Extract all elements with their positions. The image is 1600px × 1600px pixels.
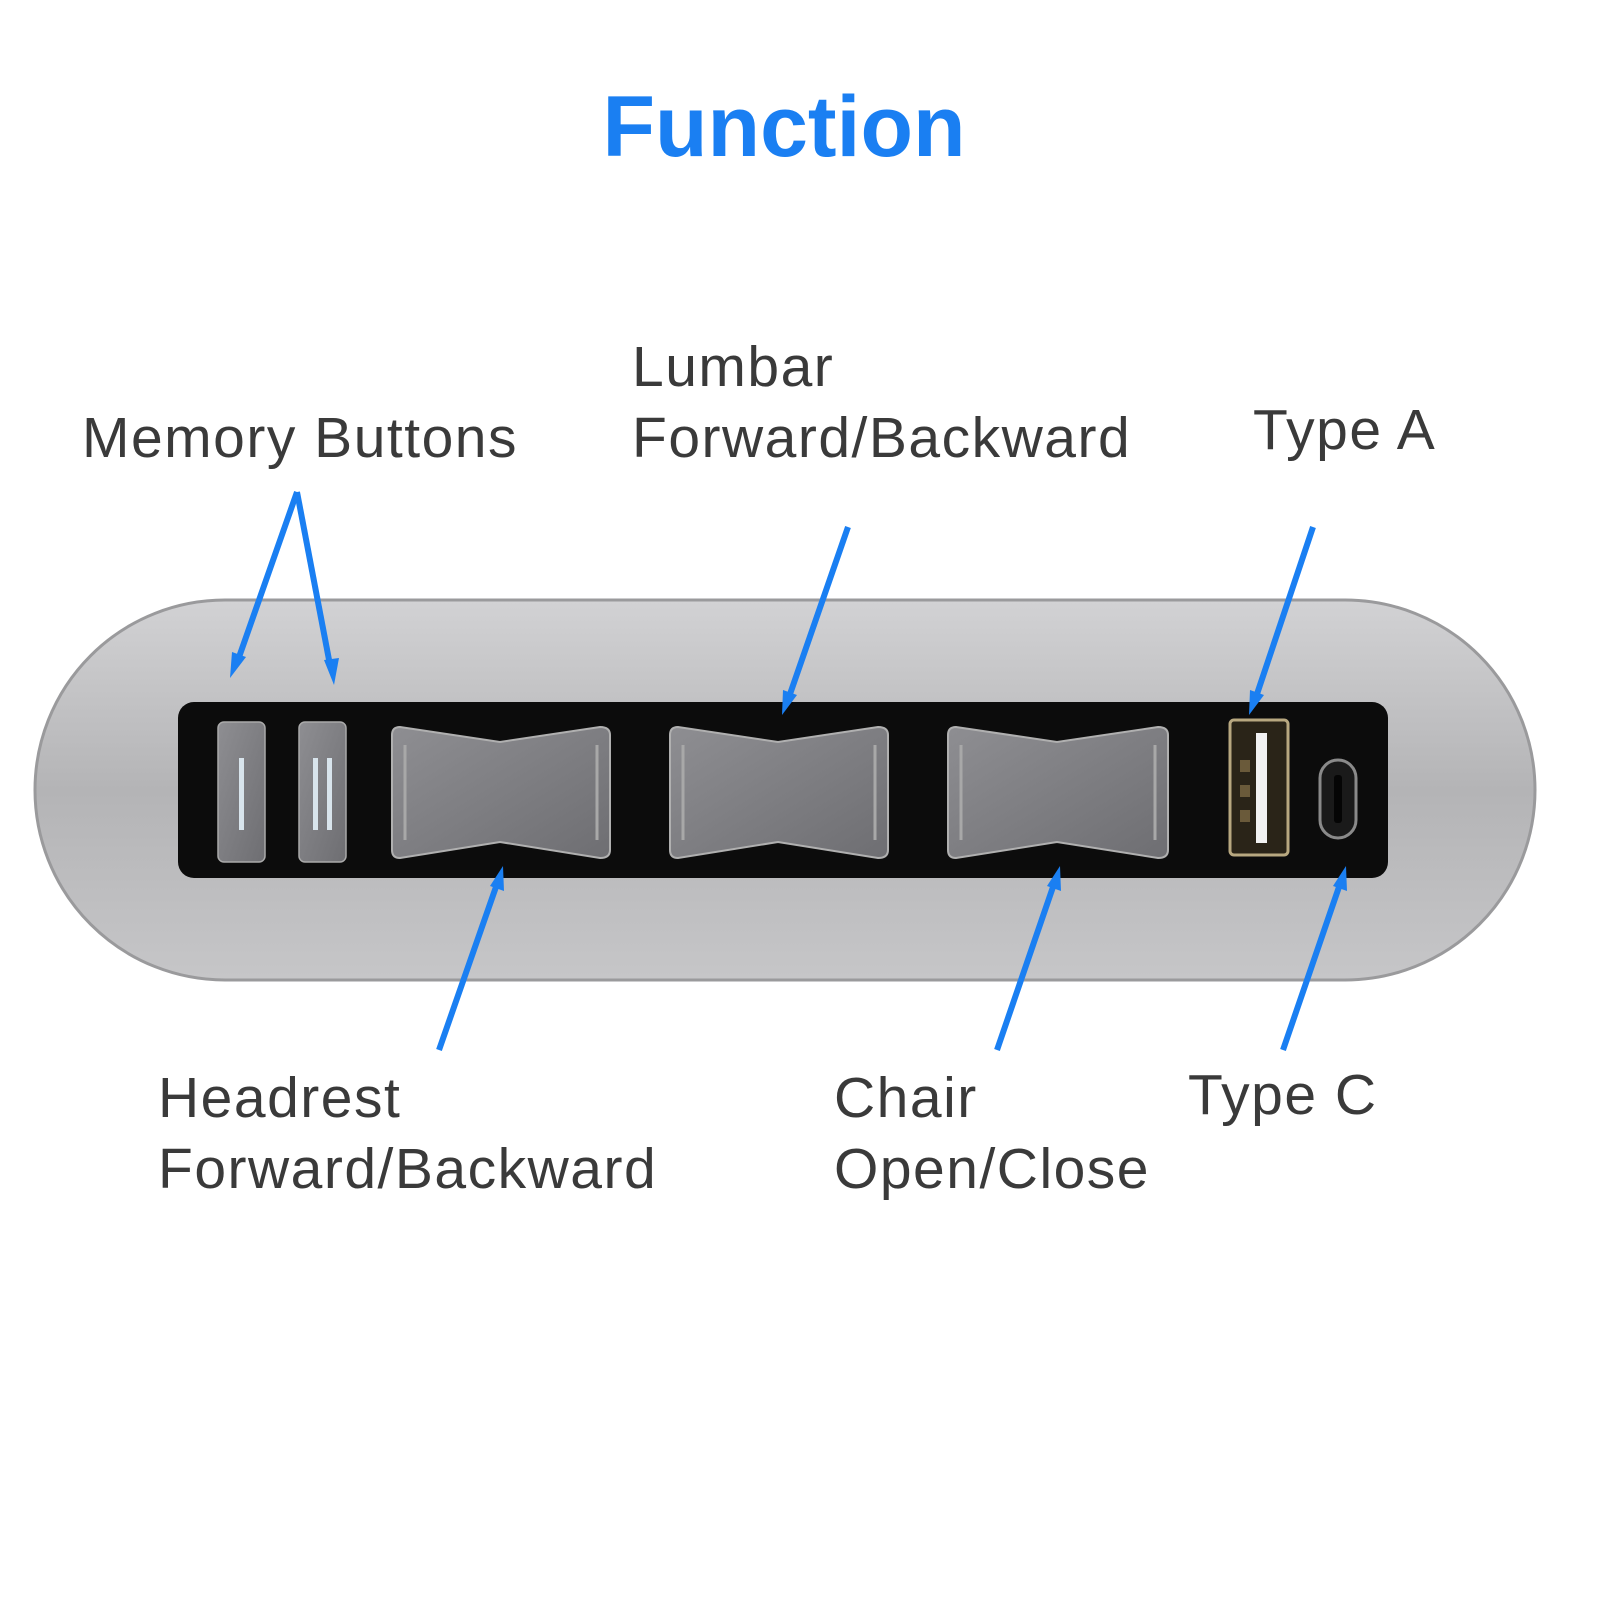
arrow-memory-1 bbox=[230, 491, 300, 678]
label-lumbar-line1: Lumbar bbox=[632, 335, 835, 399]
label-headrest-line1: Headrest bbox=[158, 1066, 402, 1130]
arrow-type-a bbox=[1249, 526, 1316, 715]
lumbar-rocker-button[interactable] bbox=[669, 725, 889, 860]
label-type-c: Type C bbox=[1188, 1063, 1378, 1127]
usb-type-a-port[interactable] bbox=[1228, 718, 1290, 857]
label-lumbar: Lumbar Forward/Backward bbox=[632, 332, 1131, 474]
memory-button-2[interactable] bbox=[298, 721, 347, 863]
label-memory-buttons: Memory Buttons bbox=[82, 406, 518, 470]
label-headrest-line2: Forward/Backward bbox=[158, 1137, 658, 1201]
label-chair: Chair Open/Close bbox=[834, 1063, 1150, 1205]
label-headrest: Headrest Forward/Backward bbox=[158, 1063, 657, 1205]
label-chair-line2: Open/Close bbox=[834, 1137, 1151, 1201]
arrow-memory-2 bbox=[294, 491, 339, 685]
arrow-chair bbox=[994, 866, 1061, 1051]
label-type-a: Type A bbox=[1253, 398, 1437, 462]
callout-arrows bbox=[230, 491, 1347, 1051]
arrow-lumbar bbox=[782, 526, 851, 715]
arrow-headrest bbox=[436, 866, 504, 1051]
chair-rocker-button[interactable] bbox=[947, 725, 1169, 860]
page-title: Function bbox=[602, 79, 966, 175]
label-chair-line1: Chair bbox=[834, 1066, 978, 1130]
memory-button-1[interactable] bbox=[217, 721, 266, 863]
usb-type-c-port[interactable] bbox=[1318, 758, 1358, 840]
arrow-type-c bbox=[1280, 866, 1347, 1051]
label-lumbar-line2: Forward/Backward bbox=[632, 406, 1132, 470]
headrest-rocker-button[interactable] bbox=[391, 725, 611, 860]
